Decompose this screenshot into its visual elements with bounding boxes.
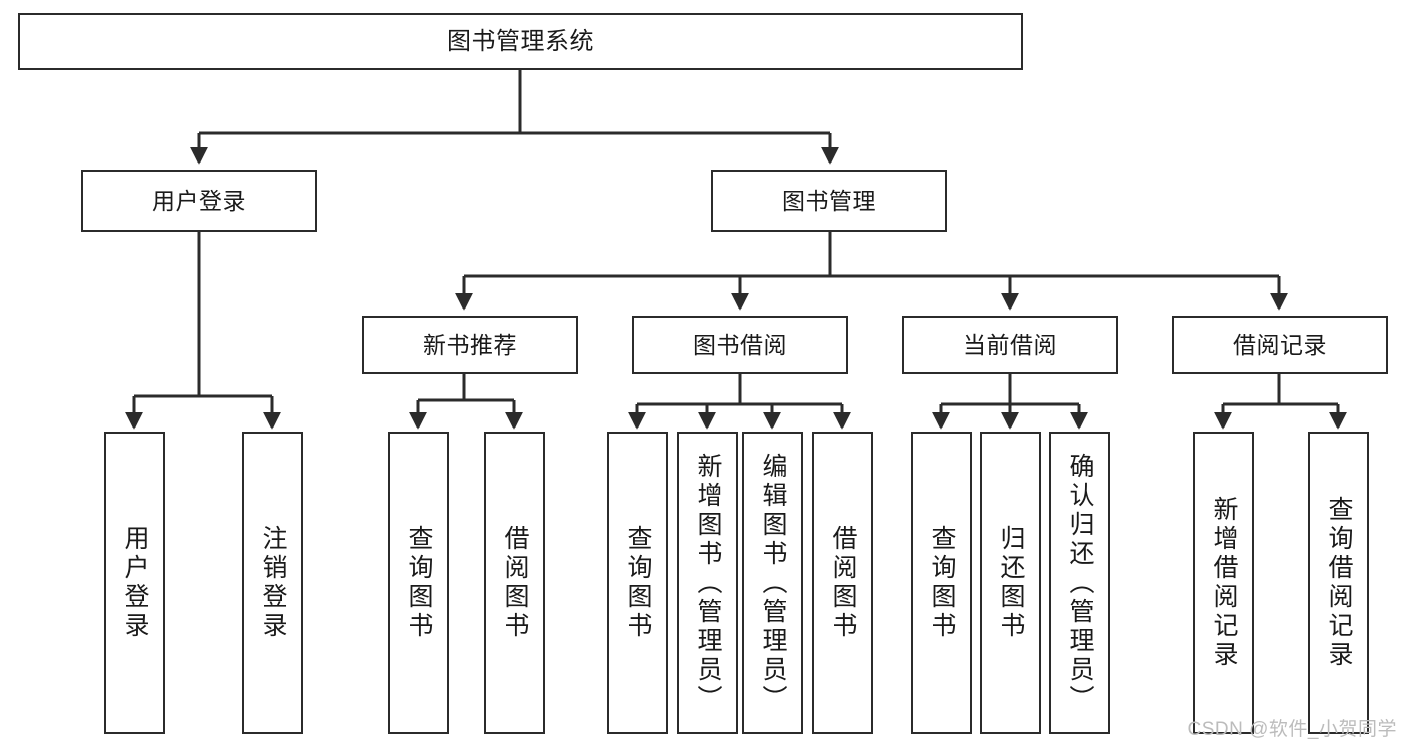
node-leaf-user-login[interactable]: 用户登录 [104,432,165,734]
node-label: 图书管理系统 [447,27,594,55]
node-user-login[interactable]: 用户登录 [81,170,317,232]
node-label: 借阅图书 [829,525,857,641]
node-label: 用户登录 [121,525,149,641]
node-leaf-logout[interactable]: 注销登录 [242,432,303,734]
node-label: 查询图书 [928,525,956,641]
node-label: 新书推荐 [423,331,517,358]
node-leaf-query-book[interactable]: 查询图书 [607,432,668,734]
node-leaf-add-book-admin[interactable]: 新增图书（管理员） [677,432,738,734]
node-label: 借阅记录 [1233,331,1327,358]
node-leaf-borrow-book-recommend[interactable]: 借阅图书 [484,432,545,734]
node-label: 用户登录 [152,187,246,214]
node-leaf-confirm-return-admin[interactable]: 确认归还（管理员） [1049,432,1110,734]
node-label: 当前借阅 [963,331,1057,358]
node-label: 归还图书 [997,525,1025,641]
node-label: 编辑图书（管理员） [759,452,787,714]
node-borrow-record[interactable]: 借阅记录 [1172,316,1388,374]
node-label: 查询图书 [624,525,652,641]
node-book-borrow[interactable]: 图书借阅 [632,316,848,374]
node-label: 查询借阅记录 [1325,496,1353,670]
node-leaf-add-borrow-record[interactable]: 新增借阅记录 [1193,432,1254,734]
node-root-system[interactable]: 图书管理系统 [18,13,1023,70]
node-leaf-query-book-current[interactable]: 查询图书 [911,432,972,734]
node-label: 新增借阅记录 [1210,496,1238,670]
node-new-book-recommend[interactable]: 新书推荐 [362,316,578,374]
watermark-text: CSDN @软件_小贺同学 [1187,719,1397,740]
node-label: 图书管理 [782,187,876,214]
node-leaf-return-book[interactable]: 归还图书 [980,432,1041,734]
node-leaf-borrow-book[interactable]: 借阅图书 [812,432,873,734]
node-label: 查询图书 [405,525,433,641]
node-label: 借阅图书 [501,525,529,641]
node-label: 注销登录 [259,525,287,641]
node-leaf-query-borrow-record[interactable]: 查询借阅记录 [1308,432,1369,734]
node-label: 确认归还（管理员） [1066,452,1094,714]
node-label: 图书借阅 [693,331,787,358]
node-leaf-edit-book-admin[interactable]: 编辑图书（管理员） [742,432,803,734]
node-leaf-query-book-recommend[interactable]: 查询图书 [388,432,449,734]
node-current-borrow[interactable]: 当前借阅 [902,316,1118,374]
node-label: 新增图书（管理员） [694,452,722,714]
node-book-management[interactable]: 图书管理 [711,170,947,232]
